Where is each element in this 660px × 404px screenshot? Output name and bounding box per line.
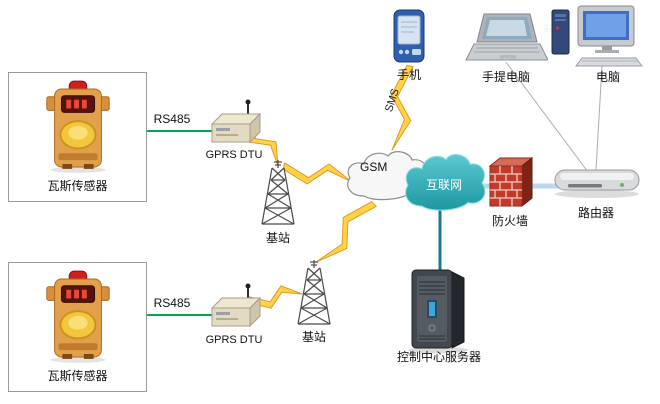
- station-label-1: 基站: [265, 231, 290, 245]
- router-label: 路由器: [577, 206, 614, 220]
- rs485-label-2: RS485: [153, 296, 191, 310]
- laptop-label: 手提电脑: [481, 70, 530, 84]
- server-icon: [404, 266, 474, 354]
- gsm-label: GSM: [360, 160, 388, 174]
- firewall-icon: [486, 152, 534, 210]
- rs485-label-1: RS485: [153, 112, 191, 126]
- base-station-icon: [292, 258, 336, 330]
- desktop-label: 电脑: [595, 70, 620, 84]
- dtu-label-2: GPRS DTU: [205, 334, 263, 346]
- lightning-bolt: [315, 201, 377, 263]
- sensor-panel-2: 瓦斯传感器: [8, 262, 147, 392]
- desktop-icon: [548, 4, 648, 68]
- desktop-router-line: [595, 65, 603, 171]
- sensor-label: 瓦斯传感器: [47, 369, 108, 383]
- sensor-label: 瓦斯传感器: [47, 179, 108, 193]
- sensor-panel-1: 瓦斯传感器: [8, 72, 147, 202]
- gprs-dtu-icon: [202, 280, 266, 336]
- internet-label: 互联网: [425, 178, 462, 192]
- phone-icon: [388, 8, 430, 66]
- firewall-label: 防火墙: [491, 214, 528, 228]
- laptop-icon: [464, 12, 548, 68]
- server-label: 控制中心服务器: [396, 350, 481, 364]
- internet-cloud: 互联网: [398, 148, 490, 220]
- station-label-2: 基站: [301, 330, 326, 344]
- gas-sensor-icon: [39, 269, 117, 368]
- base-station-icon: [256, 158, 300, 230]
- laptop-router-line: [505, 61, 589, 173]
- router-icon: [552, 160, 642, 200]
- gprs-dtu-icon: [202, 96, 266, 152]
- gas-sensor-icon: [39, 79, 117, 178]
- lightning-bolt: [282, 162, 353, 185]
- lightning-bolt: [390, 64, 414, 151]
- phone-label: 手机: [396, 68, 421, 82]
- dtu-label-1: GPRS DTU: [205, 149, 263, 161]
